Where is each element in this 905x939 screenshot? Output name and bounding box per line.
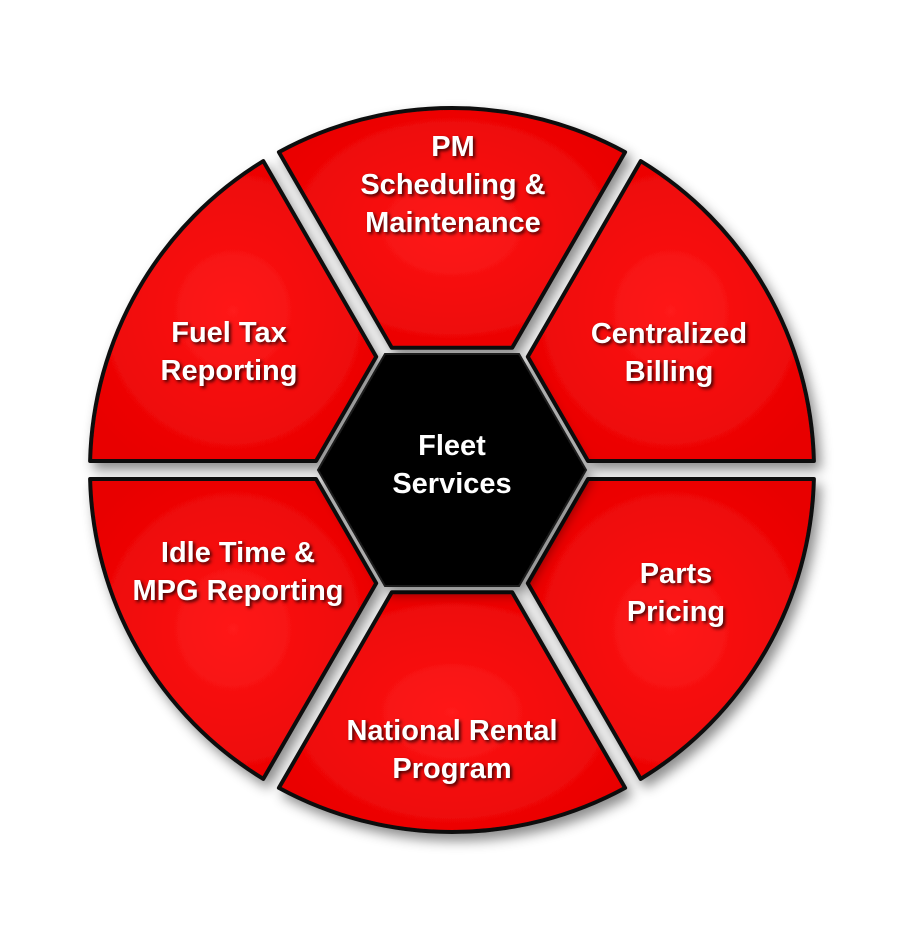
segment-idle-time-mpg-reporting [88,477,379,781]
segment-parts-pricing [525,477,816,781]
segment-pm-scheduling-maintenance [276,106,628,350]
segment-national-rental-program [276,590,628,834]
segment-centralized-billing [525,159,816,463]
center-hexagon [316,353,588,587]
segment-fuel-tax-reporting [88,159,379,463]
segments-group [88,106,816,834]
